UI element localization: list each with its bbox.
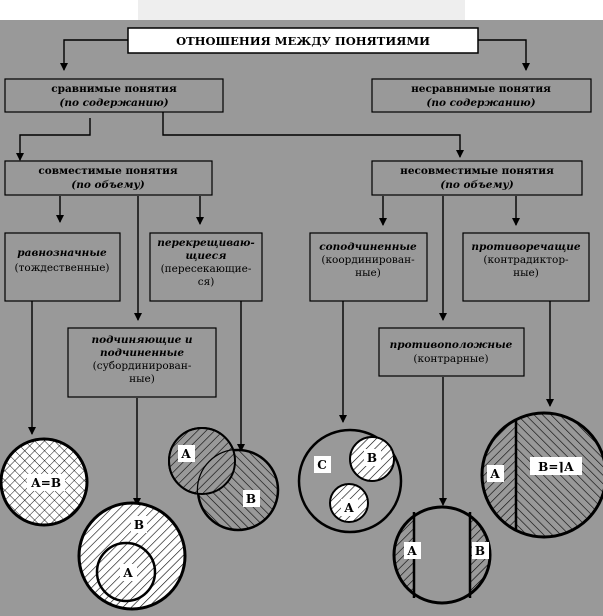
comparable-line1: сравнимые понятия xyxy=(51,83,177,95)
label-coord-b: В xyxy=(367,451,377,465)
incomparable-line1: несравнимые понятия xyxy=(411,83,551,95)
incomparable-line2: (по содержанию) xyxy=(426,97,535,109)
label-coord-a: А xyxy=(344,501,354,515)
crossing-line2: щиеся xyxy=(186,250,227,262)
subordination-circles: В А xyxy=(77,501,187,611)
contrary-circle: А В xyxy=(392,505,492,605)
label-coord-c: С xyxy=(317,458,327,472)
contrary-box: противоположные (контрарные) xyxy=(378,327,525,377)
coordinate-line1: соподчиненные xyxy=(319,241,417,253)
label-contrary-a: А xyxy=(407,544,417,558)
incompatible-line2: (по объему) xyxy=(440,179,513,191)
contrary-line1: противоположные xyxy=(390,339,513,351)
contradictory-line3: ные) xyxy=(513,267,539,279)
top-strip xyxy=(138,0,465,20)
contradictory-line1: противоречащие xyxy=(471,241,580,253)
incompatible-line1: несовместимые понятия xyxy=(400,165,554,177)
crossing-box: перекрещиваю- щиеся (пересекающие- ся) xyxy=(149,232,263,302)
subordinating-line1: подчиняющие и xyxy=(91,334,192,346)
crossing-line3: (пересекающие- xyxy=(161,263,252,275)
subordinating-line2: подчиненные xyxy=(100,347,184,359)
crossing-circles: А В xyxy=(168,427,280,532)
incompatible-box: несовместимые понятия (по объему) xyxy=(371,160,583,196)
label-cross-b: В xyxy=(246,492,256,506)
coordinate-line2: (координирован- xyxy=(321,254,415,266)
subordinating-box: подчиняющие и подчиненные (субординирова… xyxy=(67,327,217,398)
diagram-title: ОТНОШЕНИЯ МЕЖДУ ПОНЯТИЯМИ xyxy=(176,34,430,48)
contradictory-circle: А В=⌉А xyxy=(480,411,603,539)
crossing-line4: ся) xyxy=(198,276,215,288)
coordinate-circles: С В А xyxy=(297,428,403,534)
coordinate-box: соподчиненные (координирован- ные) xyxy=(309,232,428,302)
label-sub-outer: В xyxy=(134,518,144,532)
contradictory-line2: (контрадиктор- xyxy=(483,254,569,266)
label-cross-a: А xyxy=(181,447,191,461)
compatible-line2: (по объему) xyxy=(71,179,144,191)
compatible-line1: совместимые понятия xyxy=(38,165,178,177)
label-equal: А=В xyxy=(31,476,61,490)
label-contrary-b: В xyxy=(475,544,485,558)
contrary-line2: (контрарные) xyxy=(413,353,488,365)
subordinating-line3: (субординирован- xyxy=(93,360,192,372)
title-box: ОТНОШЕНИЯ МЕЖДУ ПОНЯТИЯМИ xyxy=(127,27,479,54)
label-contradict-a: А xyxy=(490,467,500,481)
label-contradict-b: В=⌉А xyxy=(538,460,574,474)
equivalent-box: равнозначные (тождественные) xyxy=(4,232,121,302)
equal-circle: А=В xyxy=(0,437,89,527)
label-sub-inner: А xyxy=(123,566,133,580)
incomparable-box: несравнимые понятия (по содержанию) xyxy=(371,78,592,113)
subordinating-line4: ные) xyxy=(129,373,155,385)
compatible-box: совместимые понятия (по объему) xyxy=(4,160,213,196)
comparable-line2: (по содержанию) xyxy=(59,97,168,109)
contradictory-box: противоречащие (контрадиктор- ные) xyxy=(462,232,590,302)
crossing-line1: перекрещиваю- xyxy=(157,237,255,249)
equivalent-line2: (тождественные) xyxy=(14,262,109,274)
connectors xyxy=(16,39,554,506)
comparable-box: сравнимые понятия (по содержанию) xyxy=(4,78,224,113)
coordinate-line3: ные) xyxy=(355,267,381,279)
equivalent-line1: равнозначные xyxy=(17,247,107,259)
